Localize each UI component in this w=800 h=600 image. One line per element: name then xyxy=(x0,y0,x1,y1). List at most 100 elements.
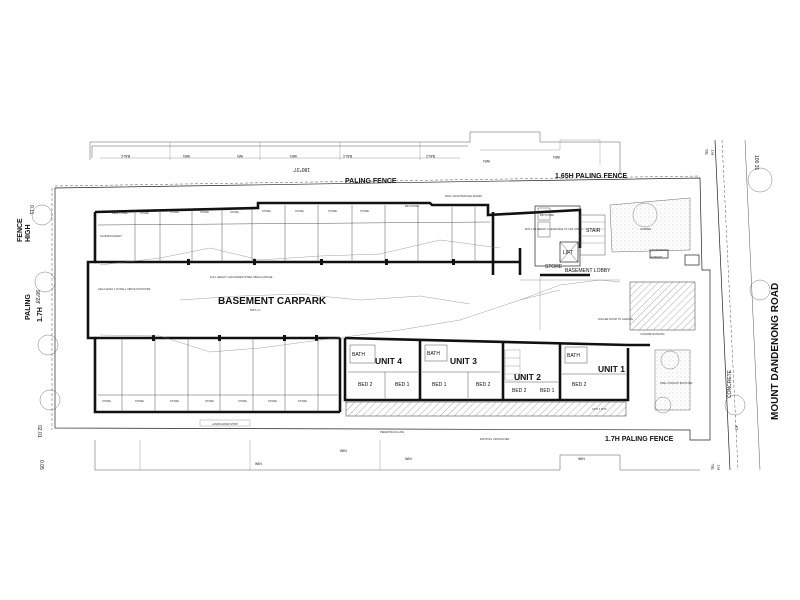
tree-icon xyxy=(660,350,680,370)
cage-store-b6: STORE xyxy=(268,399,277,403)
tree-icon xyxy=(31,204,53,226)
tel-top: TEL xyxy=(705,149,709,155)
concrete-note: CONCRETE PAVING xyxy=(640,332,665,336)
pedestrian-gate-note: PEDESTRIAN GATE xyxy=(380,430,404,434)
tree-icon xyxy=(632,202,658,228)
fence-left-label-b: HIGH xyxy=(25,225,32,243)
unit2-bed2: BED 2 xyxy=(512,388,527,394)
unit1-bath: BATH xyxy=(567,353,580,359)
unit3-bed2: BED 2 xyxy=(476,382,491,388)
neighbour-buildings-top: BALC WIN WN WIN BALC BALC WIN WIN xyxy=(89,131,621,175)
bearing-left-low: 02.01 xyxy=(36,425,42,438)
fence-left-label-a: FENCE xyxy=(17,218,24,242)
tree-icon xyxy=(39,389,61,411)
existing-crossover-note: EXISTING CROSSOVER xyxy=(480,437,510,441)
road-label: MOUNT DANDENONG ROAD xyxy=(770,283,781,420)
tree-icon xyxy=(749,279,771,301)
tree-icon xyxy=(654,396,672,414)
bearing-top: 180°37' xyxy=(293,166,310,172)
cage-store-2: STORE xyxy=(170,210,179,214)
cage-store-b2: STORE xyxy=(135,399,144,403)
bottom-win-2: WIN xyxy=(405,457,412,461)
tel-bottom: TEL xyxy=(711,464,715,470)
cage-store-7: STORE xyxy=(328,209,337,213)
bottom-win-1: WIN xyxy=(340,449,347,453)
concrete-label: CONCRETE xyxy=(727,369,733,398)
clearance-note: MIN 2.1M HEIGHT CLEARANCE AT CAR LOBBY xyxy=(525,227,583,231)
unit4-bath: BATH xyxy=(352,352,365,358)
bearing-bottom: 0.05 xyxy=(38,460,44,470)
stair-label: STAIR xyxy=(586,228,601,234)
bearing-left-top: 0.11 xyxy=(28,205,34,215)
landscape-strip-note: LANDSCAPED STRIP xyxy=(212,422,238,426)
title-boundary: PALING FENCE 1.65H PALING FENCE 180°37' … xyxy=(17,166,711,470)
bearing-right: 100.31 xyxy=(753,155,759,171)
circulation-core: LIFT STAIR STORE BASEMENT LOBBY BIN STOR… xyxy=(445,194,611,274)
cage-store-b4: STORE xyxy=(205,399,214,403)
bins-note: BIN STORE xyxy=(540,213,554,217)
bearing-left-mid: 90°28' xyxy=(34,290,40,304)
cage-store-b3: STORE xyxy=(170,399,179,403)
unit3-bed1: BED 1 xyxy=(432,382,447,388)
unit4-bed1: BED 1 xyxy=(395,382,410,388)
unit1-bed2: BED 2 xyxy=(572,382,587,388)
fire-note: FIRE HYDRANT BOOSTER xyxy=(660,381,693,385)
neighbour-balc-2: BALC xyxy=(342,154,352,158)
fence-label-bottom: 1.7H PALING FENCE xyxy=(605,436,674,443)
fence-left-label-d: 1.7H xyxy=(37,307,44,322)
cage-store-b7: STORE xyxy=(298,399,307,403)
fence-left-label-c: PALING xyxy=(25,294,32,320)
tree-icon xyxy=(37,334,59,356)
car-spaces-top: BIKE STORE STORE STORE STORE STORE STORE… xyxy=(97,204,491,265)
fence-label-top: PALING FENCE xyxy=(345,178,397,185)
lift-label: LIFT xyxy=(563,250,573,256)
unit3-bath: BATH xyxy=(427,351,440,357)
unit1-label: UNIT 1 xyxy=(598,364,625,374)
bike-store-note: BIKE STORE xyxy=(112,211,128,215)
pit-top: PIT xyxy=(711,149,715,155)
top-lounge-note: BIN STORE xyxy=(405,204,419,208)
basement-lobby-label: BASEMENT LOBBY xyxy=(565,268,611,274)
garden-note: GARDEN xyxy=(640,227,651,231)
neighbour-win-3: WIN xyxy=(483,159,490,163)
cage-store-5: STORE xyxy=(262,209,271,213)
units-block: BATH UNIT 4 BED 2 BED 1 BATH UNIT 3 BED … xyxy=(345,340,627,441)
unit4-bed2: BED 2 xyxy=(358,382,373,388)
neighbour-balc-1: BALC xyxy=(120,154,130,158)
unit2-bed1: BED 1 xyxy=(540,388,555,394)
neighbour-win-2: WIN xyxy=(290,154,297,158)
basement-carpark-label: BASEMENT CARPARK xyxy=(218,296,327,307)
neighbour-balc-3: BALC xyxy=(425,154,435,158)
slab-boundary-note: SLAB BOUNDARY xyxy=(100,234,122,238)
neighbour-win-1: WIN xyxy=(183,154,190,158)
vent-note: HIGH LEVEL 1 IN WALL VENTILATION PIPE xyxy=(98,287,151,291)
cage-store-1: STORE xyxy=(140,211,149,215)
fence-label-165: 1.65H PALING FENCE xyxy=(555,173,628,180)
cage-store-b5: STORE xyxy=(238,399,247,403)
basement-walls: BASEMENT CARPARK 655.5 m² xyxy=(86,201,650,414)
cage-store-3: STORE xyxy=(200,210,209,214)
tree-icon xyxy=(724,394,746,416)
garden-areas: GARDEN CONCRETE PAVING ROLLER DOOR TO GA… xyxy=(598,197,700,411)
tree-icon xyxy=(34,271,56,293)
cage-store-b1: STORE xyxy=(102,399,111,403)
trees xyxy=(31,167,773,416)
store-label: STORE xyxy=(545,264,563,270)
pit-bottom: PIT xyxy=(717,464,721,470)
hydrant-label: HYDRANT xyxy=(650,255,663,259)
neighbour-buildings-bottom: 1.7H PALING FENCE WIN WIN WIN WIN xyxy=(94,436,700,471)
unit2-label: UNIT 2 xyxy=(514,372,541,382)
car-spaces-bottom: STORE STORE STORE STORE STORE STORE STOR… xyxy=(98,335,338,427)
cage-store-6: STORE xyxy=(295,209,304,213)
unit3-label: UNIT 3 xyxy=(450,356,477,366)
neighbour-wn-1: WN xyxy=(237,154,243,158)
roller-note: ROLLER DOOR TO GARAGE xyxy=(598,317,633,321)
unit4-label: UNIT 4 xyxy=(375,356,402,366)
basement-carpark-area: 655.5 m² xyxy=(250,308,260,312)
tree-icon xyxy=(747,167,773,193)
cage-store-4: STORE xyxy=(230,210,239,214)
meter-note: WALL MOUNTED MAIL BOXES xyxy=(445,194,482,198)
of-label: OF xyxy=(735,425,739,430)
bottom-win-3: WIN xyxy=(578,457,585,461)
